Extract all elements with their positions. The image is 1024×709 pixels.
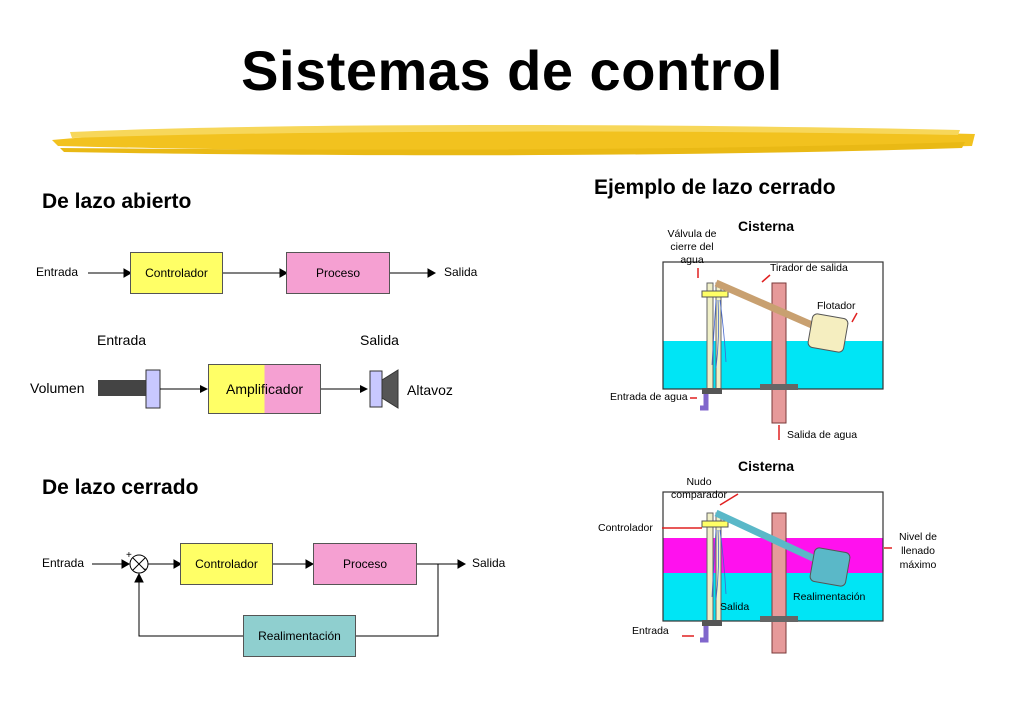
volume-label: Volumen [30, 380, 85, 396]
cistern-2-illustration [662, 491, 892, 654]
cistern-2-title: Cisterna [738, 458, 795, 474]
comparator-minus-sign: - [143, 564, 147, 575]
volume-knob [145, 369, 161, 409]
cistern-1-title: Cisterna [738, 218, 795, 234]
volume-knob-shaft [98, 380, 148, 396]
cistern-1-outlet-base [760, 384, 798, 390]
cistern-1-outlet-pipe [771, 282, 787, 424]
cistern-1-float [807, 313, 849, 353]
cistern-2-input-label: Entrada [632, 625, 669, 637]
cistern-1-inlet-pipe [700, 394, 709, 411]
ol2-input-label: Entrada [97, 332, 147, 348]
comparator-plus-sign: + [126, 550, 132, 561]
cl-process-block: Proceso [313, 543, 417, 585]
ol1-process-block: Proceso [286, 252, 390, 294]
speaker-cone [381, 369, 399, 409]
closed-loop-diagram [92, 554, 467, 637]
cistern-2-float-arm [714, 509, 832, 570]
cistern-1-pull-label: Tirador de salida [770, 262, 848, 274]
example-heading: Ejemplo de lazo cerrado [594, 176, 836, 199]
cistern-1-water-in-label: Entrada de agua [610, 391, 688, 403]
cistern-2-node-label: Nudo comparador [670, 476, 728, 501]
cistern-1-float-arm [714, 279, 830, 336]
speaker-magnet [369, 370, 383, 408]
cistern-2-output-label: Salida [720, 601, 750, 613]
amplifier-block: Amplificador [208, 364, 321, 414]
open-loop-heading: De lazo abierto [42, 190, 192, 213]
page-title: Sistemas de control [241, 39, 783, 102]
open-loop-diagram-1 [88, 268, 437, 278]
cistern-1-valve-label: Válvula de cierre del agua [667, 228, 717, 266]
cistern-1-valve-rod [706, 282, 714, 394]
cistern-1-water-out-label: Salida de agua [787, 429, 858, 441]
open-loop-diagram-2 [98, 369, 399, 409]
brush-stroke [52, 125, 975, 156]
ol1-input-label: Entrada [36, 265, 79, 279]
cl-feedback-block: Realimentación [243, 615, 356, 657]
ol1-controller-block: Controlador [130, 252, 223, 294]
cistern-2-controller-label: Controlador [598, 522, 653, 534]
ol1-output-label: Salida [444, 265, 478, 279]
speaker-label: Altavoz [407, 382, 453, 398]
cl-controller-block: Controlador [180, 543, 273, 585]
cistern-1-float-label: Flotador [817, 300, 856, 312]
closed-loop-heading: De lazo cerrado [42, 476, 199, 499]
ol2-output-label: Salida [360, 332, 399, 348]
cistern-2-feedback-label: Realimentación [793, 591, 866, 603]
cl-output-label: Salida [472, 556, 506, 570]
cistern-2-level-label: Nivel de llenado máximo [899, 531, 937, 571]
cl-input-label: Entrada [42, 556, 85, 570]
cistern-1-illustration [662, 261, 884, 440]
